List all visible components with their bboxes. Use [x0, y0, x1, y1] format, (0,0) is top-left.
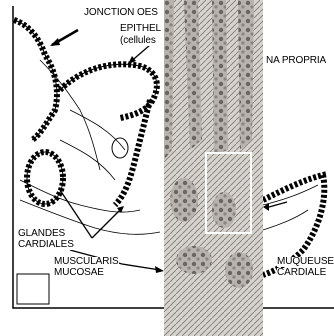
micrograph-texture: [164, 0, 263, 336]
histology-micrograph: [164, 0, 263, 336]
label-cardiales: CARDIALES: [18, 240, 74, 250]
label-muscularis: MUSCULARIS: [54, 257, 119, 267]
schematic-drawing-right: NA PROPRIA MUQUEUSE CARDIALE: [263, 0, 334, 336]
label-na-propria: NA PROPRIA: [266, 56, 326, 66]
label-mucosae: MUCOSAE: [54, 268, 104, 278]
label-cardiale: CARDIALE: [277, 268, 326, 278]
label-glandes: GLANDES: [18, 229, 65, 239]
label-muqueuse: MUQUEUSE: [277, 257, 334, 267]
schematic-lines-right: [263, 0, 334, 336]
label-epithel: EPITHEL: [120, 24, 161, 34]
label-jonction: JONCTION OES: [84, 8, 158, 18]
label-cellules: (cellules: [120, 36, 156, 46]
